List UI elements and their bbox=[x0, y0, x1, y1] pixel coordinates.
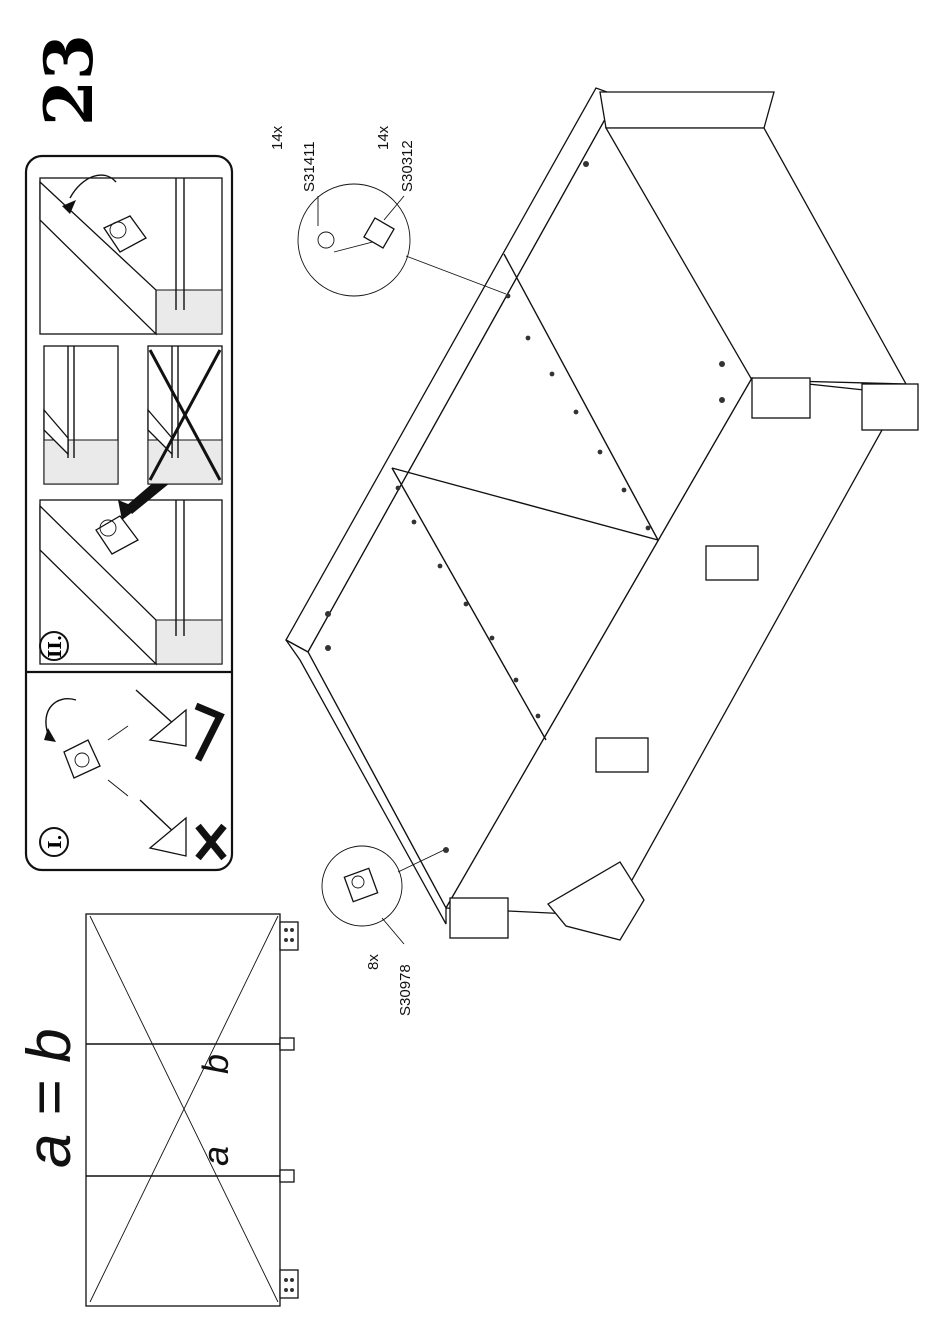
diagonal-check-diagram bbox=[86, 914, 298, 1306]
part-code-2: S30312 bbox=[399, 140, 416, 192]
panel-two-label: II. bbox=[45, 635, 66, 658]
equation-label: a = b bbox=[15, 1028, 84, 1168]
part-code-1: S31411 bbox=[301, 141, 318, 192]
diagonal-a-label: a bbox=[195, 1146, 236, 1166]
part-code-3: S30978 bbox=[397, 964, 414, 1016]
carcass-drawing bbox=[286, 88, 918, 944]
part-qty-1: 14x bbox=[269, 125, 286, 150]
part-qty-3: 8x bbox=[365, 954, 382, 970]
step-number: 23 bbox=[30, 34, 108, 126]
diagonal-b-label: b bbox=[195, 1054, 236, 1074]
panel-one-label: I. bbox=[45, 834, 66, 849]
part-qty-2: 14x bbox=[375, 125, 392, 150]
